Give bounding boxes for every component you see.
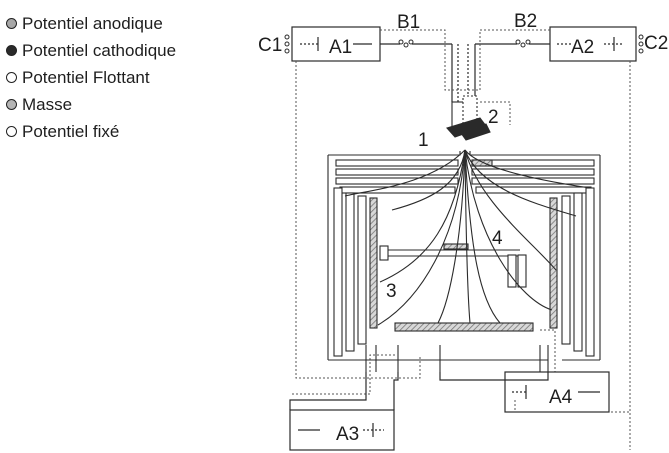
top-circuit xyxy=(291,26,637,102)
legend: Potentiel anodique Potentiel cathodique … xyxy=(6,10,176,145)
supply-a1-label: A1 xyxy=(329,37,352,58)
chamber xyxy=(327,151,601,372)
terminal-c1-label: C1 xyxy=(258,35,282,56)
legend-label: Potentiel anodique xyxy=(22,13,163,33)
legend-label: Potentiel fixé xyxy=(22,121,120,141)
legend-label: Potentiel cathodique xyxy=(22,40,177,60)
legend-item-anodic: Potentiel anodique xyxy=(6,10,176,37)
legend-item-fixed: Potentiel fixé xyxy=(6,118,176,145)
legend-item-ground: Masse xyxy=(6,91,176,118)
part-3-label: 3 xyxy=(386,281,397,302)
floating-potential-dot-icon xyxy=(6,72,17,83)
part-4-label: 4 xyxy=(492,228,503,249)
fixed-potential-dot-icon xyxy=(6,126,17,137)
anodic-potential-dot-icon xyxy=(6,18,17,29)
supply-a4-label: A4 xyxy=(549,387,573,408)
terminal-connectors xyxy=(284,34,644,54)
supply-a4-box xyxy=(504,371,610,413)
part-1-label: 1 xyxy=(418,130,429,151)
terminal-b1-label: B1 xyxy=(397,12,420,33)
legend-label: Masse xyxy=(22,94,73,114)
part-2-label: 2 xyxy=(488,107,499,128)
supply-a3-box xyxy=(289,409,395,451)
electron-gun xyxy=(446,95,491,141)
legend-item-cathodic: Potentiel cathodique xyxy=(6,37,176,64)
cathodic-potential-dot-icon xyxy=(6,45,17,56)
legend-label: Potentiel Flottant xyxy=(22,67,150,87)
diagram-labels: C1 C2 B1 B2 A1 A2 A3 A4 1 2 3 4 xyxy=(258,11,668,445)
legend-item-floating: Potentiel Flottant xyxy=(6,64,176,91)
terminal-b2-label: B2 xyxy=(514,11,537,32)
supply-a3-label: A3 xyxy=(336,424,359,445)
beam-trajectories xyxy=(344,149,591,326)
terminal-c2-label: C2 xyxy=(644,33,668,54)
supply-a2-label: A2 xyxy=(571,37,594,58)
ground-dot-icon xyxy=(6,99,17,110)
bottom-circuit xyxy=(289,371,610,451)
